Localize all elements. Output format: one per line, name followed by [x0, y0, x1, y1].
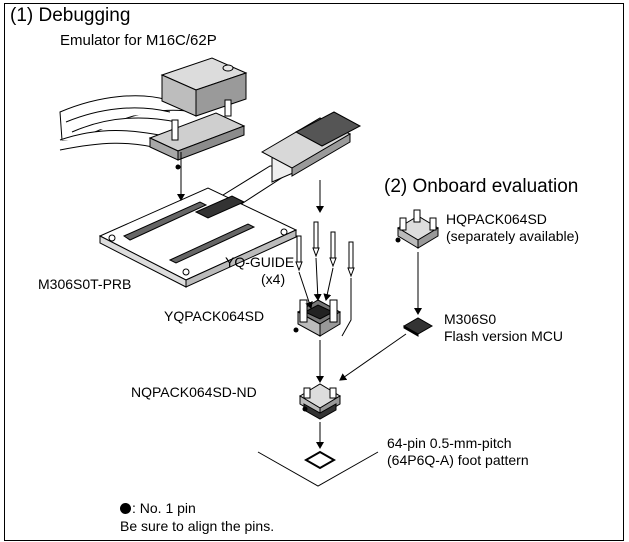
assembly-arrows [177, 152, 422, 449]
label-yq-guide: YQ-GUIDE [225, 254, 295, 270]
label-mcu: M306S0 [444, 311, 497, 327]
prb-board [98, 187, 298, 288]
label-hqpack-note: (separately available) [446, 228, 580, 244]
mcu-chip [402, 317, 434, 337]
label-yqpack: YQPACK064SD [164, 308, 265, 324]
label-yq-guide-qty: (x4) [261, 271, 286, 287]
yq-guide-pins [295, 221, 355, 278]
label-hqpack: HQPACK064SD [446, 211, 547, 227]
pin1-markers [175, 164, 401, 412]
label-nqpack: NQPACK064SD-ND [131, 384, 257, 400]
title-onboard-evaluation: (2) Onboard evaluation [384, 176, 579, 197]
label-emulator: Emulator for M16C/62P [60, 32, 217, 49]
title-debugging: (1) Debugging [10, 5, 131, 26]
legend-note: Be sure to align the pins. [120, 518, 275, 534]
legend-pin: : No. 1 pin [120, 500, 196, 516]
label-prb: M306S0T-PRB [38, 276, 132, 292]
yqpack-part [296, 299, 342, 337]
hqpack-part [397, 209, 439, 249]
label-foot-pattern-1: 64-pin 0.5-mm-pitch [387, 435, 512, 451]
nqpack-part [299, 383, 341, 420]
figure-frame [4, 3, 624, 541]
label-foot-pattern-2: (64P6Q-A) foot pattern [387, 452, 529, 468]
pin1-dot-icon [120, 503, 131, 514]
label-mcu-note: Flash version MCU [444, 328, 564, 344]
legend-pin-text: : No. 1 pin [132, 500, 196, 516]
foot-pattern [257, 450, 379, 487]
emulator-probe [148, 57, 248, 161]
